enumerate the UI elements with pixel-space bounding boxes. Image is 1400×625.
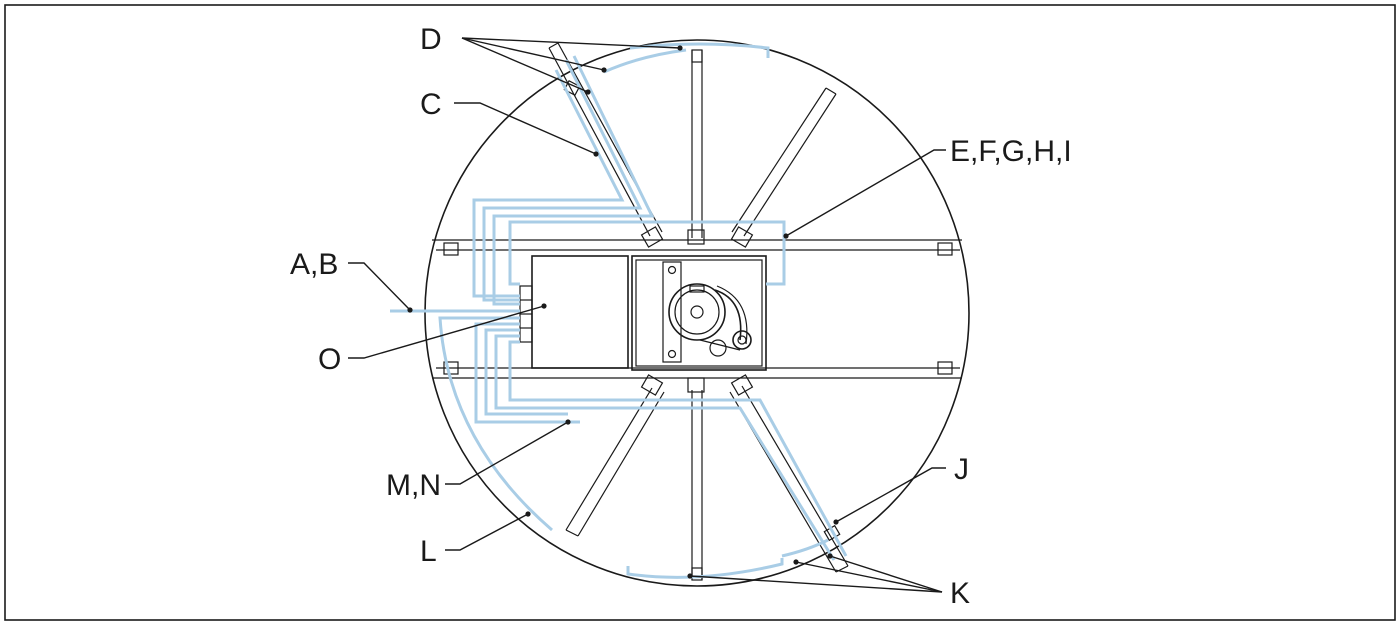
spoke-lower-left <box>565 387 665 537</box>
spoke-upper-right <box>731 87 837 237</box>
wire-arc-top-left <box>603 48 687 74</box>
label-o: O <box>318 343 341 376</box>
drive-unit <box>631 255 767 371</box>
callout-labels: D C E,F,G,H,I A,B O M,N J L K <box>290 23 1072 610</box>
wire-lower-4 <box>494 334 836 561</box>
wire-lower-2 <box>474 322 580 424</box>
leaders <box>348 37 946 593</box>
wire-arc-bottom <box>626 558 784 579</box>
label-l: L <box>420 535 437 568</box>
label-j: J <box>954 453 969 486</box>
wire-lower-3 <box>484 328 568 416</box>
wire-lower-5 <box>508 340 848 557</box>
label-c: C <box>420 88 442 121</box>
wire-upper-1 <box>472 69 625 298</box>
label-ab: A,B <box>290 248 338 281</box>
platform-circle <box>424 39 970 587</box>
rail-top <box>432 239 962 256</box>
spoke-lower-right <box>729 385 849 573</box>
spoke-brackets <box>640 226 754 396</box>
wire-arc-bottom-right <box>781 538 829 558</box>
label-k: K <box>950 577 970 610</box>
wire-efghi <box>508 220 786 286</box>
wire-harness <box>390 42 848 579</box>
label-efghi: E,F,G,H,I <box>950 135 1072 168</box>
outer-border <box>4 4 1396 621</box>
spoke-top <box>691 49 703 238</box>
wire-upper-2 <box>482 59 643 302</box>
wire-upper-3 <box>492 55 655 306</box>
label-d: D <box>420 23 442 56</box>
control-box <box>519 255 629 369</box>
label-mn: M,N <box>386 469 441 502</box>
spoke-bottom <box>691 390 703 581</box>
